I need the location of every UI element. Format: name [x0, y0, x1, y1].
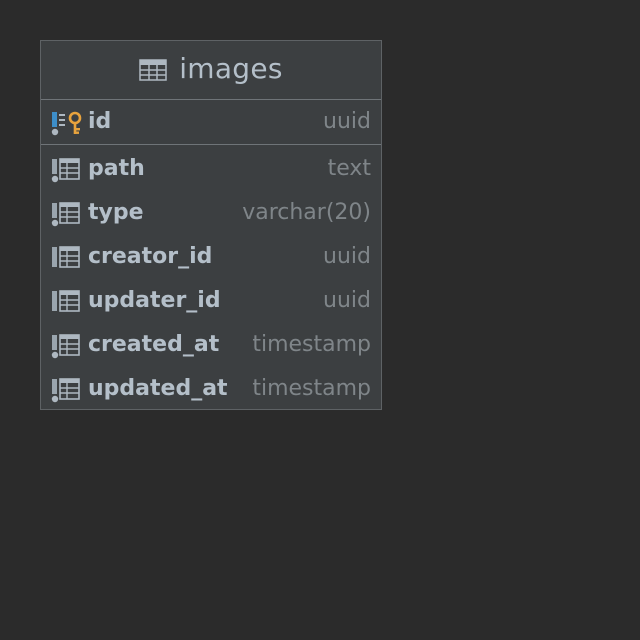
- column-type: uuid: [323, 288, 371, 313]
- column-type: text: [327, 156, 371, 181]
- column-row-created-at[interactable]: created_at timestamp: [41, 323, 381, 367]
- column-name: updated_at: [88, 376, 228, 401]
- primary-key-section: id uuid: [41, 100, 381, 145]
- column-type: uuid: [323, 244, 371, 269]
- column-type: varchar(20): [242, 200, 371, 225]
- column-row-updater-id[interactable]: updater_id uuid: [41, 279, 381, 323]
- column-name: type: [88, 200, 144, 225]
- column-icon: [51, 158, 80, 183]
- column-name: creator_id: [88, 244, 213, 269]
- column-name: created_at: [88, 332, 220, 357]
- column-icon: [51, 378, 80, 403]
- column-icon: [52, 290, 80, 312]
- table-name: images: [179, 52, 283, 85]
- table-header[interactable]: images: [41, 41, 381, 100]
- column-icon: [51, 202, 80, 227]
- primary-key-column-icon: [51, 111, 82, 136]
- column-name: updater_id: [88, 288, 221, 313]
- columns-section: path text type varchar(20): [41, 145, 381, 411]
- column-type: timestamp: [252, 332, 371, 357]
- column-row-type[interactable]: type varchar(20): [41, 191, 381, 235]
- column-row-path[interactable]: path text: [41, 147, 381, 191]
- table-icon: [139, 59, 167, 81]
- column-icon: [51, 334, 80, 359]
- column-row-updated-at[interactable]: updated_at timestamp: [41, 367, 381, 411]
- column-name: path: [88, 156, 145, 181]
- table-entity-images[interactable]: images id uuid: [40, 40, 382, 410]
- column-row-id[interactable]: id uuid: [41, 100, 381, 144]
- column-row-creator-id[interactable]: creator_id uuid: [41, 235, 381, 279]
- column-type: uuid: [323, 109, 371, 134]
- column-icon: [52, 246, 80, 268]
- column-name: id: [88, 109, 112, 134]
- column-type: timestamp: [252, 376, 371, 401]
